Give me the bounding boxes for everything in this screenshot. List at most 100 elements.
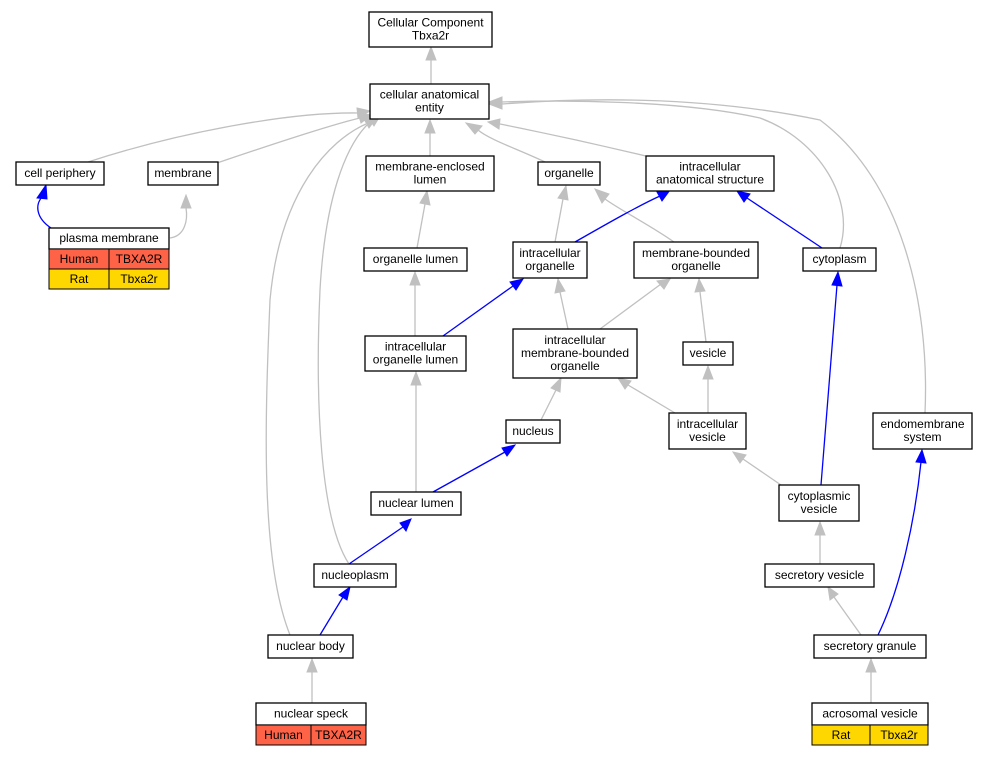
is-a-edge	[599, 278, 671, 330]
term-label: organelle	[671, 259, 721, 273]
term-label: plasma membrane	[59, 231, 159, 245]
term-label: anatomical structure	[656, 173, 764, 187]
is-a-edge	[554, 184, 569, 243]
is-a-edge	[865, 657, 877, 703]
edge-arrowhead	[424, 118, 436, 134]
annotation-cell-bg	[108, 268, 170, 290]
term-label: nuclear speck	[274, 707, 349, 721]
annotation-gene-label: Tbxa2r	[120, 272, 157, 286]
edge-arrowhead	[616, 377, 632, 390]
is-a-edge	[425, 45, 437, 84]
term-node-organelle-lumen[interactable]: organelle lumen	[363, 247, 468, 272]
edge-line	[216, 117, 361, 164]
edge-line	[699, 291, 707, 343]
edge-line	[746, 197, 823, 249]
edge-arrowhead	[915, 448, 927, 464]
part-of-edge	[319, 585, 351, 636]
edge-line	[554, 198, 564, 243]
is-a-edge	[416, 189, 431, 249]
edge-line	[627, 384, 676, 414]
part-of-edge	[348, 518, 412, 565]
term-label: Cellular Component	[377, 16, 484, 30]
term-box	[682, 341, 734, 366]
annotation-gene-cell: TBXA2R	[108, 248, 170, 270]
term-label: entity	[415, 101, 444, 115]
term-node-membrane[interactable]: membrane	[147, 161, 219, 186]
edge-line	[317, 121, 371, 565]
edge-line	[574, 195, 661, 243]
term-node-nucleus[interactable]: nucleus	[505, 419, 561, 444]
term-node-nuclear-body[interactable]: nuclear body	[267, 634, 354, 659]
term-node-nuclear-lumen[interactable]: nuclear lumen	[370, 491, 462, 516]
term-node-organelle[interactable]: organelle	[537, 161, 601, 186]
term-box	[363, 247, 468, 272]
edge-arrowhead	[338, 585, 351, 601]
is-a-edge	[216, 112, 373, 164]
term-box	[364, 335, 467, 372]
term-node-secretory-granule[interactable]: secretory granule	[813, 634, 927, 659]
annotation-cell-bg	[869, 724, 929, 746]
is-a-edge	[487, 98, 927, 414]
term-box	[633, 241, 759, 279]
edge-line	[37, 196, 52, 229]
graph-edges	[36, 45, 927, 703]
is-a-edge	[814, 520, 826, 564]
edge-arrowhead	[409, 270, 421, 286]
annotation-gene-cell: Tbxa2r	[869, 724, 929, 746]
is-a-edge	[616, 377, 676, 414]
term-box	[365, 155, 495, 192]
part-of-edge	[820, 270, 843, 486]
term-label: vesicle	[801, 502, 838, 516]
term-label: nucleoplasm	[321, 568, 388, 582]
edge-line	[169, 207, 188, 239]
edge-line	[501, 99, 927, 414]
term-node-cytoplasm[interactable]: cytoplasm	[802, 247, 877, 272]
term-label: membrane-bounded	[642, 246, 750, 260]
annotation-species-label: Human	[264, 728, 303, 742]
term-node-nucleoplasm[interactable]: nucleoplasm	[313, 563, 397, 588]
term-box	[369, 83, 490, 120]
term-box	[813, 634, 927, 659]
is-a-edge	[410, 370, 422, 492]
term-node-cell-periphery[interactable]: cell periphery	[15, 161, 105, 186]
term-label: intracellular	[519, 246, 580, 260]
is-a-edge	[554, 277, 569, 330]
term-label: membrane	[154, 166, 212, 180]
term-label: organelle	[525, 259, 575, 273]
part-of-edge	[432, 444, 517, 493]
edge-arrowhead	[593, 188, 610, 204]
term-node-secretory-vesicle[interactable]: secretory vesicle	[764, 563, 875, 588]
edge-line	[833, 596, 862, 636]
term-node-vesicle[interactable]: vesicle	[682, 341, 734, 366]
edge-line	[477, 129, 546, 163]
annotation-species-cell: Human	[48, 248, 110, 270]
part-of-edge	[36, 183, 52, 229]
term-label: nuclear lumen	[378, 496, 453, 510]
annotation-cell-bg	[310, 724, 367, 746]
edge-line	[265, 123, 367, 636]
term-label: Tbxa2r	[412, 29, 449, 43]
term-label: membrane-enclosed	[375, 160, 484, 174]
term-box	[872, 412, 973, 450]
edge-arrowhead	[694, 277, 706, 293]
term-box	[802, 247, 877, 272]
term-box	[267, 634, 354, 659]
term-label: intracellular	[544, 333, 605, 347]
term-label: endomembrane	[880, 417, 964, 431]
term-box	[512, 328, 638, 379]
